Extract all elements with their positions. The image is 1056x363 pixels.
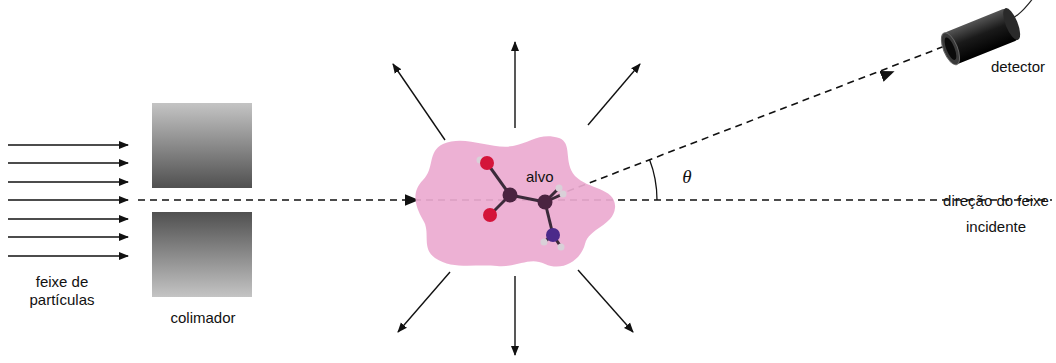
beam-label: feixe de partículas	[6, 273, 118, 309]
scattered-arrowhead	[800, 74, 888, 108]
incoming-beam	[8, 145, 128, 256]
beam-arrow	[8, 255, 128, 256]
scattered-arrows	[393, 42, 640, 355]
node-label: alvo	[526, 168, 554, 186]
axis-arrowhead	[300, 200, 412, 201]
axis-label: direção do feixe incidente	[940, 188, 1052, 240]
beam-arrow	[8, 162, 128, 163]
target-region: alvo	[413, 132, 617, 270]
detector-label: detector	[984, 58, 1052, 76]
target-blob	[413, 132, 617, 270]
detector-icon	[936, 0, 1053, 67]
molecule	[477, 156, 567, 251]
beam-arrow	[8, 181, 128, 182]
beam-arrow	[8, 218, 128, 219]
scattered-path	[545, 46, 945, 200]
angle-arc	[650, 160, 658, 200]
collimator-block	[152, 212, 252, 297]
beam-arrow	[8, 144, 128, 145]
collimator-block	[152, 103, 252, 188]
beam-arrow	[8, 236, 128, 237]
beam-arrow	[8, 199, 128, 200]
angle-symbol: θ	[676, 168, 698, 186]
collimator-label: colimador	[150, 309, 256, 327]
